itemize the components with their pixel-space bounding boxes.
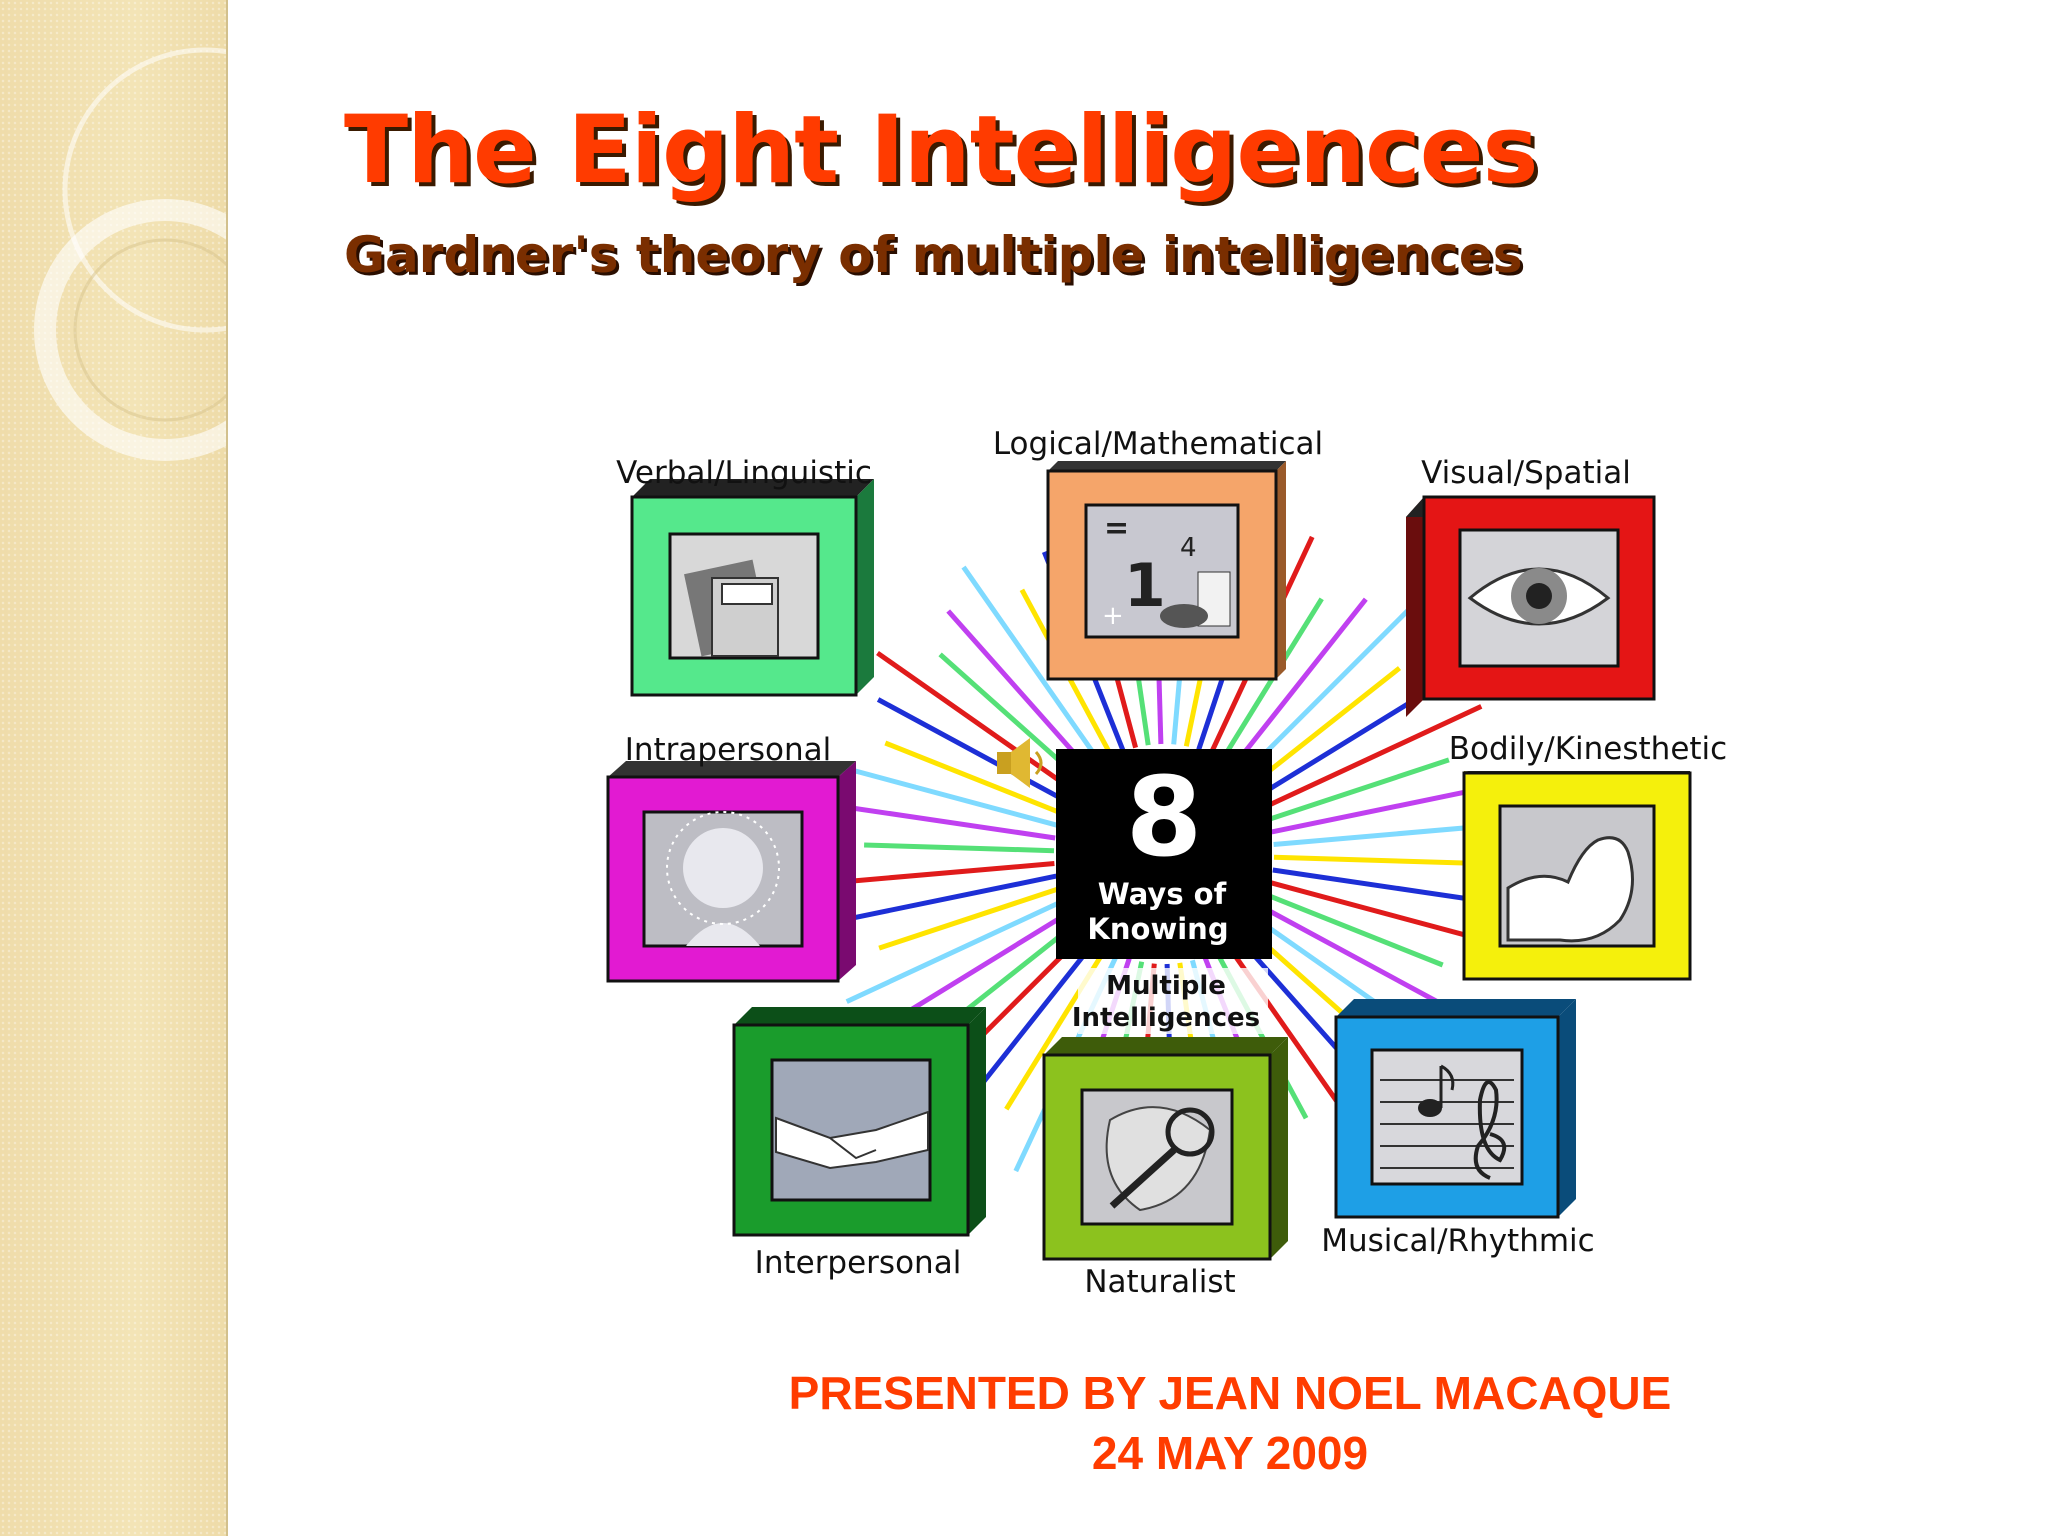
presentation-date: 24 MAY 2009 <box>1091 1427 1369 1479</box>
ray-line <box>1248 666 1402 788</box>
svg-text:+: + <box>1102 601 1124 631</box>
label-bodily-kinesthetic: Bodily/Kinesthetic <box>1449 731 1727 767</box>
ray-line <box>1262 704 1483 810</box>
svg-text:=: = <box>1104 511 1129 546</box>
label-logical-mathematical: Logical/Mathematical <box>993 426 1323 462</box>
center-line-2: Knowing <box>1087 912 1228 946</box>
intelligence-bodily-kinesthetic: Bodily/Kinesthetic <box>1449 731 1727 981</box>
ray-line <box>1265 892 1444 968</box>
ray-line <box>845 873 1057 922</box>
label-musical-rhythmic: Musical/Rhythmic <box>1321 1223 1594 1259</box>
speaker-icon[interactable] <box>997 738 1043 788</box>
caption-line-1: Multiple <box>1106 971 1226 1001</box>
caption-line-2: Intelligences <box>1072 1003 1260 1033</box>
ray-line <box>878 886 1061 951</box>
center-line-1: Ways of <box>1098 877 1227 911</box>
center-caption: Multiple Intelligences <box>1072 968 1268 1034</box>
ray-line <box>1273 854 1464 866</box>
ray-line <box>884 740 1063 816</box>
svg-text:1: 1 <box>1124 551 1166 621</box>
ray-line <box>1271 786 1483 835</box>
ray-line <box>1267 757 1450 822</box>
center-block: 8 Ways of Knowing <box>1056 749 1272 959</box>
intelligence-logical-mathematical: = 1 4 + Logical/Mathematical <box>993 426 1323 681</box>
intelligence-visual-spatial: Visual/Spatial <box>1406 455 1656 717</box>
label-verbal-linguistic: Verbal/Linguistic <box>616 455 872 491</box>
ray-line <box>885 909 1072 1027</box>
book-icon <box>684 559 779 657</box>
sidebar-divider <box>226 0 228 1536</box>
ray-line <box>876 697 1069 804</box>
ray-line <box>842 804 1056 841</box>
ray-line <box>1272 867 1486 904</box>
slide-subtitle: Gardner's theory of multiple intelligenc… <box>344 226 1523 284</box>
svg-text:4: 4 <box>1180 533 1197 563</box>
ray-line <box>1230 597 1368 770</box>
intelligence-musical-rhythmic: Musical/Rhythmic <box>1321 999 1595 1259</box>
leaf-icon <box>1105 1106 1215 1212</box>
ray-line <box>1240 604 1414 779</box>
handshake-icon <box>775 1110 929 1170</box>
eye-icon <box>1467 567 1611 626</box>
ray-line <box>961 565 1104 766</box>
intelligence-interpersonal: Interpersonal <box>732 1007 986 1281</box>
intelligence-intrapersonal: Intrapersonal <box>606 732 856 983</box>
music-icon <box>1380 1064 1514 1180</box>
intelligence-verbal-linguistic: Verbal/Linguistic <box>616 455 874 697</box>
presenter-line: PRESENTED BY JEAN NOEL MACAQUE <box>788 1367 1672 1419</box>
decorative-sidebar <box>0 0 348 1536</box>
center-number: 8 <box>1126 753 1203 881</box>
ray-line <box>825 760 1059 828</box>
ray-line <box>946 609 1093 774</box>
label-visual-spatial: Visual/Spatial <box>1421 455 1631 491</box>
label-interpersonal: Interpersonal <box>755 1245 962 1281</box>
ray-line <box>864 842 1055 854</box>
head-icon <box>666 811 780 946</box>
label-naturalist: Naturalist <box>1084 1264 1235 1300</box>
label-intrapersonal: Intrapersonal <box>625 732 832 768</box>
ray-line <box>845 898 1066 1004</box>
math-icon: = 1 4 + <box>1102 511 1231 631</box>
slide-title: The Eight Intelligences <box>344 96 1538 205</box>
arm-icon <box>1506 836 1634 943</box>
ray-line <box>1259 904 1452 1011</box>
intelligence-naturalist: Naturalist <box>1042 1037 1288 1300</box>
